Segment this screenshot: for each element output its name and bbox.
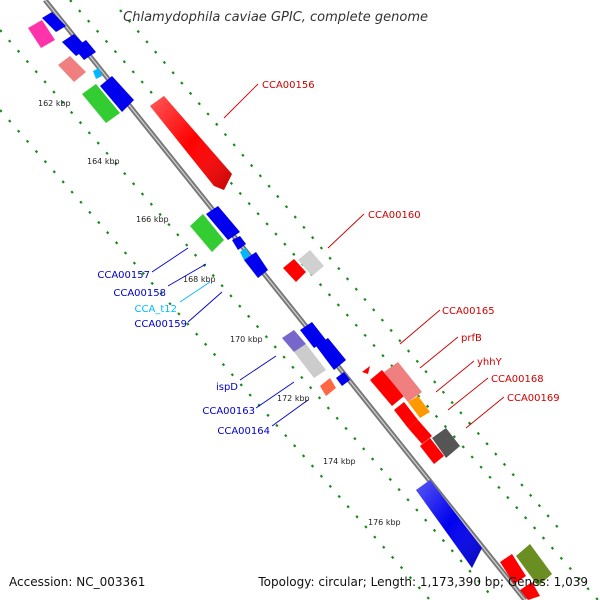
gene-cca00165 [370,370,404,406]
tick-172: 172 kbp [277,394,310,403]
genes [28,12,552,600]
label-cca00165[interactable]: CCA00165 [442,306,495,317]
gene-bottom-olive [516,544,552,586]
tick-162: 162 kbp [38,99,71,108]
gene-bottom-red2 [520,582,540,600]
gene-top-blue-1 [42,12,66,32]
gene-cca00164 [320,378,336,396]
gene-cca00169-red [420,438,444,464]
gene-cca00158-blue [206,206,240,240]
map-title: Chlamydophila caviae GPIC, complete geno… [123,10,428,25]
label-cca00169[interactable]: CCA00169 [507,393,560,404]
tick-labels: 162 kbp 164 kbp 166 kbp 168 kbp 170 kbp … [38,99,401,527]
label-cca00159[interactable]: CCA00159 [134,319,187,330]
tick-166: 166 kbp [136,215,169,224]
gene-cca00160-grey [298,250,324,276]
gene-ispd-grey [294,344,326,378]
callout-lines [151,83,505,429]
tick-168: 168 kbp [183,275,216,284]
gene-cca00158-small [232,236,246,250]
tick-164: 164 kbp [87,157,120,166]
label-cca00156[interactable]: CCA00156 [262,80,315,91]
genome-summary: Topology: circular; Length: 1,173,390 bp… [258,575,588,589]
gene-cca00163-blue [300,322,326,348]
gene-labels-forward: CCA00156 CCA00160 CCA00165 prfB yhhY CCA… [262,80,560,404]
label-cca-t12[interactable]: CCA_t12 [135,304,177,315]
gene-prfb [384,362,422,402]
gene-cca00165-marker [362,366,370,374]
label-cca00158[interactable]: CCA00158 [113,288,166,299]
gene-bottom-red [500,554,526,584]
gene-cca00159 [244,252,268,278]
tick-170: 170 kbp [230,335,263,344]
gene-cca00157 [190,214,224,252]
gene-top-pink [58,56,86,82]
gene-top-green [82,84,120,123]
gene-ispd-purple [282,330,306,352]
gene-labels-reverse: CCA00157 CCA00158 CCA_t12 CCA00159 ispD … [97,270,270,437]
gene-top-blue-3 [74,40,96,60]
label-cca00157[interactable]: CCA00157 [97,270,150,281]
label-cca00163[interactable]: CCA00163 [202,406,255,417]
label-cca00168[interactable]: CCA00168 [491,374,544,385]
gene-cca00160-red [283,259,306,282]
gene-cca00163-small [336,372,350,386]
gene-cca00168-red [394,402,418,428]
label-ispd[interactable]: ispD [216,382,238,393]
tick-174: 174 kbp [323,457,356,466]
gene-top-magenta [28,20,55,48]
gene-cca00168-red2 [408,420,432,444]
gene-top-cyan-small [93,68,102,79]
label-yhhy[interactable]: yhhY [477,357,503,368]
tick-176: 176 kbp [368,518,401,527]
label-cca00164[interactable]: CCA00164 [217,426,270,437]
gene-cca00169-grey [432,428,460,458]
label-cca00160[interactable]: CCA00160 [368,210,421,221]
gene-cca00163-blue2 [316,338,346,370]
label-prfb[interactable]: prfB [461,333,482,344]
gene-cca-t12 [240,248,250,260]
gene-top-blue-4 [100,76,134,112]
accession-label: Accession: NC_003361 [9,575,146,589]
gene-yhhy [408,396,430,418]
